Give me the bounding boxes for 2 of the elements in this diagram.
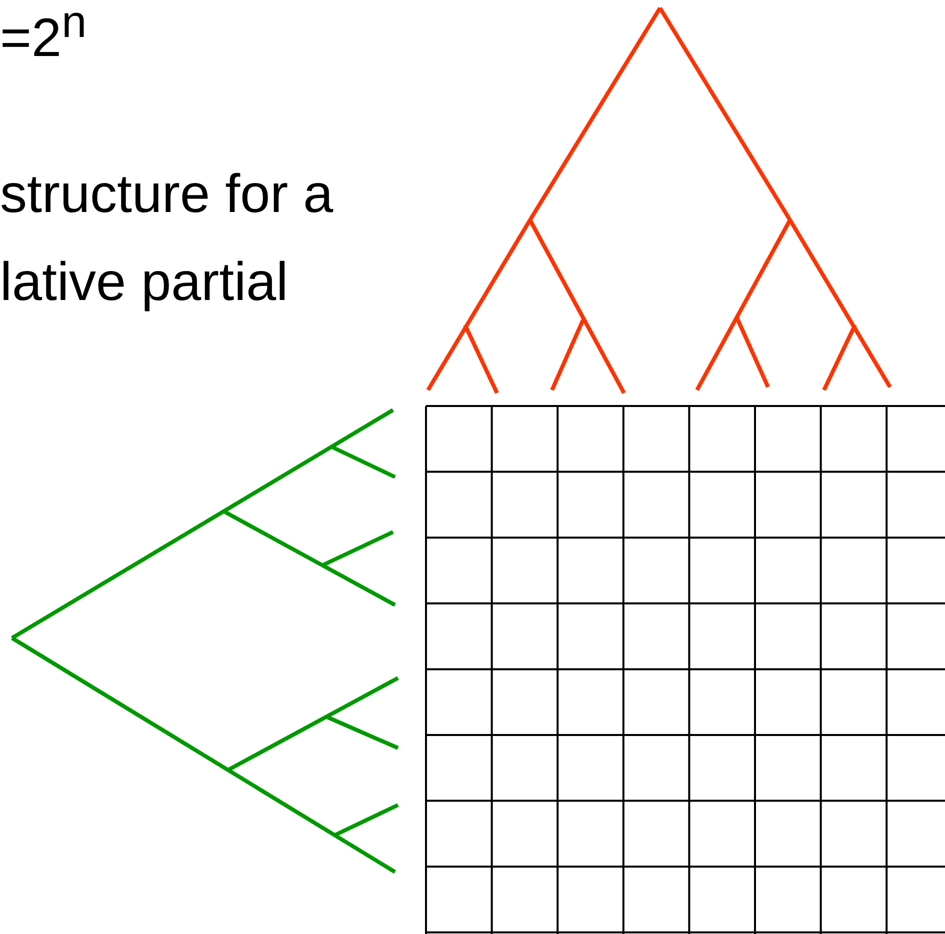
formula-text: =2$^{n}$ xyxy=(0,0,87,70)
description-text: structure for a lative partial xyxy=(0,163,334,314)
